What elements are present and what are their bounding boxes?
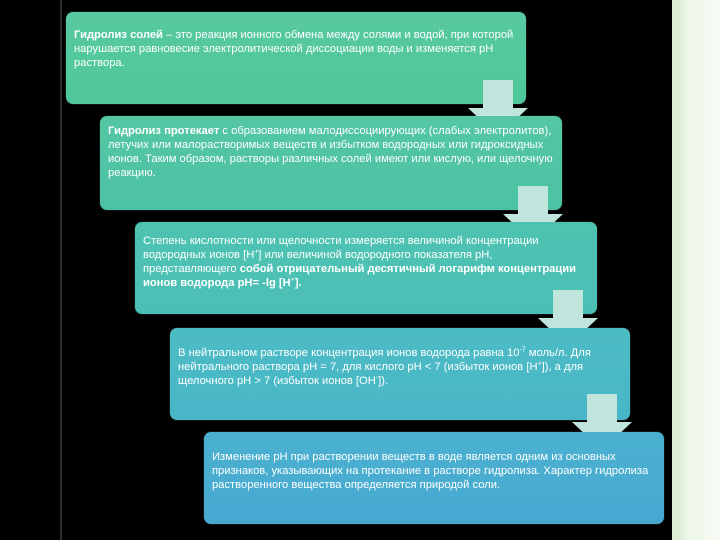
step-4-text-d: ]).	[378, 375, 389, 387]
step-box-1: Гидролиз солей – это реакция ионного обм…	[66, 12, 526, 104]
step-box-3: Степень кислотности или щелочности измер…	[135, 222, 597, 314]
step-2-text: с образованием малодиссоциирующих (слабы…	[108, 125, 553, 179]
step-box-2: Гидролиз протекает с образованием малоди…	[100, 116, 562, 210]
step-3-bold-a: собой отрицательный десятичный логарифм …	[143, 263, 577, 289]
step-5-text: Изменение pH при растворении веществ в в…	[212, 451, 649, 491]
step-2-bold: Гидролиз протекает	[108, 125, 220, 137]
step-4-text-c: ]), а для щелочного pH > 7 (избыток ионо…	[178, 361, 584, 387]
step-4-sup-c: -	[375, 374, 379, 382]
step-3-text-b: ] или величиной водородного показателя p…	[143, 249, 493, 275]
step-4-sup-b: +	[537, 360, 542, 368]
step-4-sup-a: -7	[519, 346, 526, 354]
right-panel-stripe	[672, 0, 678, 540]
step-1-bold: Гидролиз солей	[74, 29, 163, 41]
step-3-text-a: Степень кислотности или щелочности измер…	[143, 235, 539, 261]
left-divider-line	[60, 0, 62, 540]
step-4-text-b: моль/л. Для нейтрального раствора pH = 7…	[178, 347, 591, 373]
step-3-bold-b: ].	[294, 277, 302, 289]
step-3-sup-a: +	[254, 248, 259, 256]
step-1-text: – это реакция ионного обмена между солям…	[74, 29, 514, 69]
step-4-text-a: В нейтральном растворе концентрация ионо…	[178, 347, 520, 359]
step-box-4: В нейтральном растворе концентрация ионо…	[170, 328, 630, 420]
step-3-sup-b: +	[290, 276, 295, 284]
right-decorative-panel	[672, 0, 720, 540]
step-box-5: Изменение pH при растворении веществ в в…	[204, 432, 664, 524]
